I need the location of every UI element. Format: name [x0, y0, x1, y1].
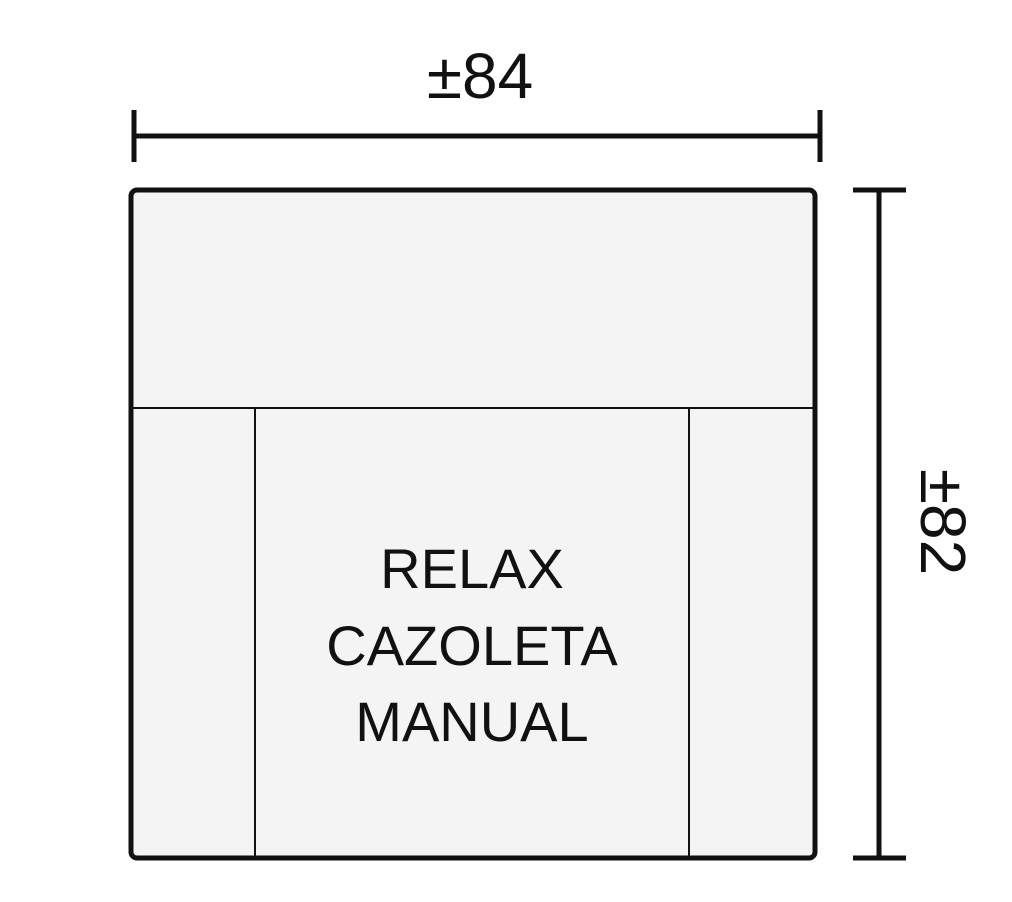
height-dimension: ±82: [853, 187, 979, 861]
seat-label-line-1: RELAX: [380, 537, 564, 600]
seat-label: RELAX CAZOLETA MANUAL: [326, 537, 618, 753]
height-dimension-label: ±82: [907, 469, 979, 575]
module-outline: [128, 187, 818, 861]
seat-label-line-2: CAZOLETA: [326, 614, 618, 677]
width-dimension-label: ±84: [427, 40, 533, 112]
width-dimension: ±84: [131, 40, 823, 162]
module-body: [128, 187, 818, 861]
seat-label-line-3: MANUAL: [355, 690, 588, 753]
